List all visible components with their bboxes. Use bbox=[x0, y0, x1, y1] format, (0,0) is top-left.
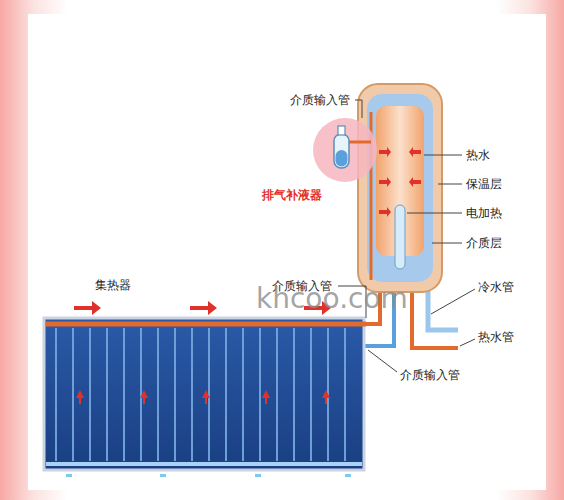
medium-layer bbox=[367, 94, 433, 282]
part-label: 热水管 bbox=[478, 330, 514, 344]
tube-flow-arrows bbox=[76, 390, 330, 404]
part-label: 介质层 bbox=[466, 236, 502, 250]
top-header-pipe bbox=[46, 322, 366, 327]
highlight-circle bbox=[313, 118, 377, 182]
exhaust-refill-device bbox=[334, 134, 349, 168]
device-liquid bbox=[336, 150, 348, 167]
collector bbox=[44, 318, 364, 470]
watermark: khcoo.com bbox=[256, 282, 408, 316]
collector-tube bbox=[242, 328, 244, 461]
electric-heater bbox=[395, 205, 405, 269]
collector-tube bbox=[174, 328, 176, 461]
leader-lines bbox=[338, 100, 475, 372]
part-label: 保温层 bbox=[466, 177, 502, 191]
collector-tube bbox=[276, 328, 278, 461]
bottom-header-pipe bbox=[46, 462, 362, 466]
insulation-layer bbox=[358, 84, 442, 292]
bottom-ticks bbox=[66, 474, 351, 477]
part-label: 集热器 bbox=[95, 278, 131, 292]
white-panel bbox=[28, 14, 546, 490]
part-label: 电加热 bbox=[466, 206, 502, 220]
collector-tube bbox=[89, 328, 91, 461]
collector-tube bbox=[344, 328, 346, 461]
collector-tube bbox=[123, 328, 125, 461]
part-label: 介质输入管 bbox=[400, 368, 460, 382]
collector-tube bbox=[191, 328, 193, 461]
collector-tube bbox=[157, 328, 159, 461]
collector-tube bbox=[259, 328, 261, 461]
collector-tubes bbox=[56, 328, 345, 461]
collector-tube bbox=[225, 328, 227, 461]
collector-tube bbox=[208, 328, 210, 461]
hot-water-pipe bbox=[412, 288, 458, 348]
collector-tube bbox=[310, 328, 312, 461]
collector-tube bbox=[293, 328, 295, 461]
heat-arrows bbox=[379, 147, 421, 217]
device-cap bbox=[338, 126, 345, 135]
callout-label: 排气补液器 bbox=[262, 188, 322, 202]
collector-tube bbox=[72, 328, 74, 461]
collector-tube bbox=[140, 328, 142, 461]
cold-water-pipe bbox=[428, 288, 458, 330]
collector-tube bbox=[106, 328, 108, 461]
part-label: 热水 bbox=[466, 148, 490, 162]
part-label: 介质输入管 bbox=[290, 93, 350, 107]
device-pipe bbox=[349, 141, 371, 144]
part-label: 冷水管 bbox=[478, 280, 514, 294]
collector-tube bbox=[55, 328, 57, 461]
